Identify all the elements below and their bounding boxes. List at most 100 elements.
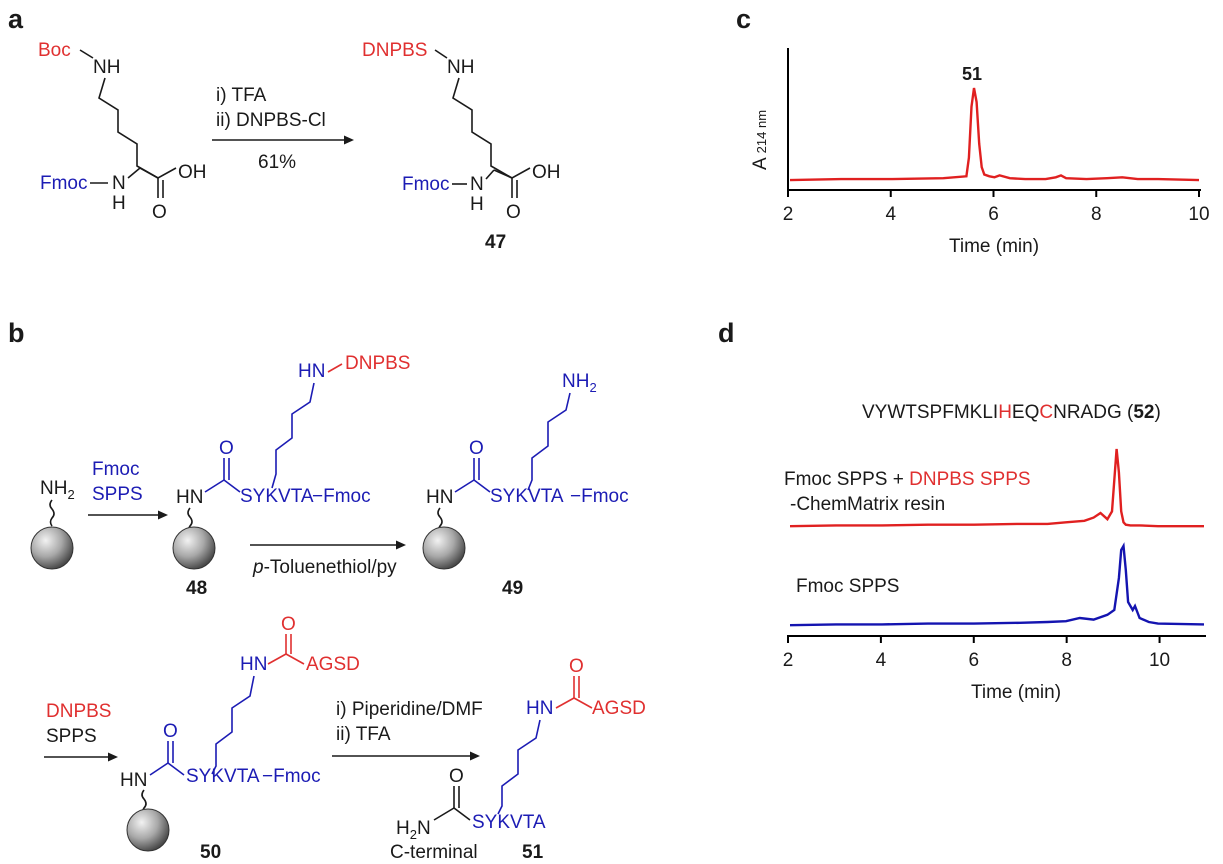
- agsd-label: AGSD: [592, 698, 646, 719]
- compound-48: 48: [186, 578, 207, 599]
- o-label: O: [449, 766, 464, 787]
- peptide-sequence: VYWTSPFMKLIHEQCNRADG (52): [862, 402, 1161, 423]
- step-1: i) Piperidine/DMF: [336, 699, 483, 720]
- bond: [433, 807, 455, 821]
- bond: [223, 479, 241, 493]
- dnpbs-spps-2: SPPS: [46, 726, 97, 747]
- o-label: O: [569, 656, 584, 677]
- fmoc-spps-2: SPPS: [92, 484, 143, 505]
- nh2-label: NH2: [40, 478, 75, 502]
- agsd-label: AGSD: [306, 654, 360, 675]
- resin-bead: [172, 526, 216, 570]
- bond: [573, 697, 593, 709]
- bond: [79, 49, 94, 59]
- step-1: i) TFA: [216, 85, 267, 106]
- o-label: O: [281, 614, 296, 635]
- arrow-head: [158, 510, 168, 520]
- lysine-chain: [527, 392, 571, 491]
- arrow-head: [470, 751, 480, 761]
- fmoc-spps-1: Fmoc: [92, 459, 140, 480]
- fmoc-label: Fmoc: [402, 174, 450, 195]
- hn-label: HN: [240, 654, 267, 675]
- c-tick-label-8: 8: [1091, 204, 1102, 225]
- chart-d: VYWTSPFMKLIHEQCNRADG (52) Fmoc SPPS + DN…: [783, 402, 1206, 703]
- series-line-blue: [789, 542, 1205, 627]
- nh-label: NH: [93, 57, 120, 78]
- x-axis-label: Time (min): [971, 682, 1061, 703]
- bond: [485, 169, 495, 180]
- compound-50: 50: [200, 842, 221, 863]
- bond: [555, 697, 575, 709]
- compound-51: 51: [522, 842, 544, 863]
- hn-label: HN: [298, 361, 325, 382]
- resin-bead: [30, 526, 74, 570]
- o-label: O: [506, 202, 521, 223]
- panel-label-d: d: [718, 318, 735, 348]
- arrow-head: [396, 540, 406, 550]
- fmoc-label: −Fmoc: [262, 766, 321, 787]
- nh2-label: NH2: [562, 371, 597, 395]
- bond: [327, 363, 343, 373]
- fmoc-label: −Fmoc: [570, 486, 629, 507]
- hn-label: HN: [526, 698, 553, 719]
- sykvta-label: SYKVTA: [472, 812, 546, 833]
- bond: [149, 762, 169, 776]
- series-line-red: [789, 448, 1204, 528]
- arrow-head: [108, 752, 118, 762]
- sykvta-label: SYKVTA: [240, 486, 314, 507]
- d-tick-label-4: 4: [876, 650, 887, 671]
- series-label-red: Fmoc SPPS + DNPBS SPPS: [784, 469, 1031, 490]
- o-label: O: [469, 438, 484, 459]
- bond: [453, 807, 471, 821]
- oh-label: OH: [178, 162, 207, 183]
- resin-bead: [422, 526, 466, 570]
- bond: [454, 479, 475, 493]
- h-label: H: [470, 194, 484, 215]
- step-2: ii) TFA: [336, 724, 391, 745]
- bond: [285, 653, 305, 665]
- lysine-chain: [98, 77, 159, 179]
- bond: [127, 167, 141, 179]
- sykvta-label: SYKVTA: [186, 766, 260, 787]
- d-tick-label-8: 8: [1061, 650, 1072, 671]
- c-tick-label-4: 4: [885, 204, 896, 225]
- c-tick-label-10: 10: [1188, 204, 1209, 225]
- o-label: O: [163, 721, 178, 742]
- linker: [49, 499, 55, 527]
- bond: [434, 49, 448, 59]
- scheme-b: NH2 Fmoc SPPS HN DNPBS HN O SYKVTA −Fmoc…: [30, 353, 646, 863]
- boc-label: Boc: [38, 40, 71, 61]
- hn-label: HN: [176, 487, 203, 508]
- x-axis-label: Time (min): [949, 236, 1039, 257]
- bond: [204, 479, 225, 493]
- panel-label-a: a: [8, 4, 24, 34]
- oh-label: OH: [532, 162, 561, 183]
- series-label-red-line2: -ChemMatrix resin: [790, 494, 945, 515]
- yield: 61%: [258, 152, 296, 173]
- sykvta-label: SYKVTA: [490, 486, 564, 507]
- n-label: N: [470, 174, 484, 195]
- fmoc-label: Fmoc: [40, 173, 88, 194]
- panel-label-b: b: [8, 318, 25, 348]
- fmoc-label: −Fmoc: [312, 486, 371, 507]
- bond: [267, 653, 287, 665]
- lysine-chain: [211, 675, 255, 775]
- reagent-label: p-Toluenethiol/py: [252, 557, 397, 578]
- step-2: ii) DNPBS-Cl: [216, 110, 326, 131]
- h2n-label: H2N: [396, 818, 431, 842]
- bond: [493, 167, 531, 179]
- n-label: N: [112, 173, 126, 194]
- peak-label-51: 51: [962, 64, 982, 84]
- compound-47: 47: [485, 232, 506, 253]
- dnpbs-label: DNPBS: [362, 40, 427, 61]
- lysine-chain: [452, 77, 513, 179]
- nh-label: NH: [447, 57, 474, 78]
- dnpbs-spps-1: DNPBS: [46, 701, 111, 722]
- o-label: O: [152, 202, 167, 223]
- compound-49: 49: [502, 578, 523, 599]
- h-label: H: [112, 193, 126, 214]
- bond: [473, 479, 491, 493]
